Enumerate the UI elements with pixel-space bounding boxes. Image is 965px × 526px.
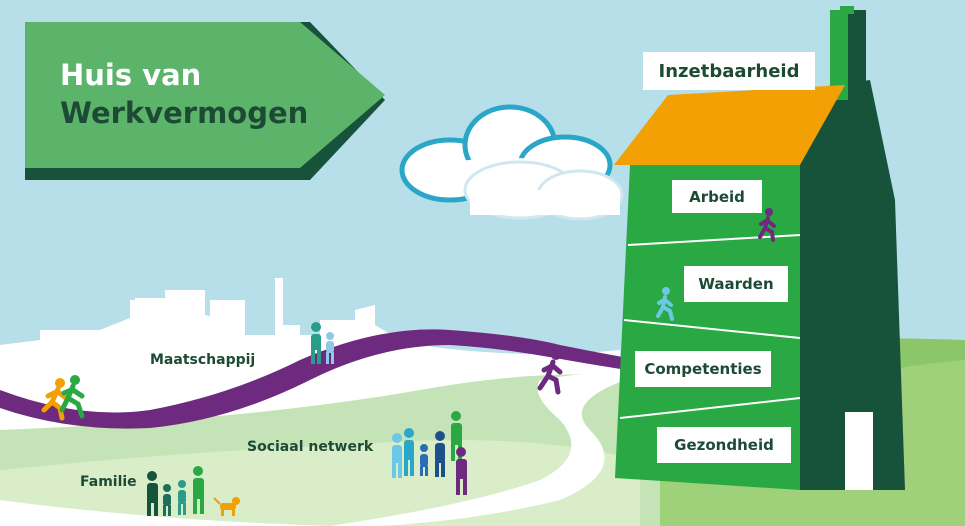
label-family: Familie [80, 474, 137, 490]
title-line-1: Huis van [60, 58, 202, 92]
road [330, 373, 640, 526]
people-icon-society [311, 322, 334, 364]
roof-label: Inzetbaarheid [643, 52, 815, 90]
floor-label-gezondheid: Gezondheid [657, 427, 791, 463]
house-front [615, 165, 800, 490]
house-side [800, 80, 905, 490]
cloud [399, 104, 624, 221]
label-society: Maatschappij [150, 352, 256, 368]
roof [614, 85, 845, 165]
runner-icon-path [537, 350, 563, 395]
door [845, 412, 873, 490]
title-banner [25, 22, 385, 180]
people-icon-social-network [392, 411, 467, 495]
floor-label-competenties: Competenties [635, 351, 771, 387]
title-line-2: Werkvermogen [60, 96, 309, 130]
walker-icon-waarden [656, 287, 674, 321]
people-icon-family [147, 466, 204, 516]
floor-label-waarden: Waarden [684, 266, 788, 302]
page-title: Huis van Werkvermogen [60, 56, 308, 132]
dog-icon [213, 497, 240, 516]
walker-icon-arbeid [758, 208, 776, 242]
runner-icon-left [41, 375, 85, 421]
floor-label-arbeid: Arbeid [672, 180, 762, 213]
label-social-network: Sociaal netwerk [247, 439, 374, 455]
